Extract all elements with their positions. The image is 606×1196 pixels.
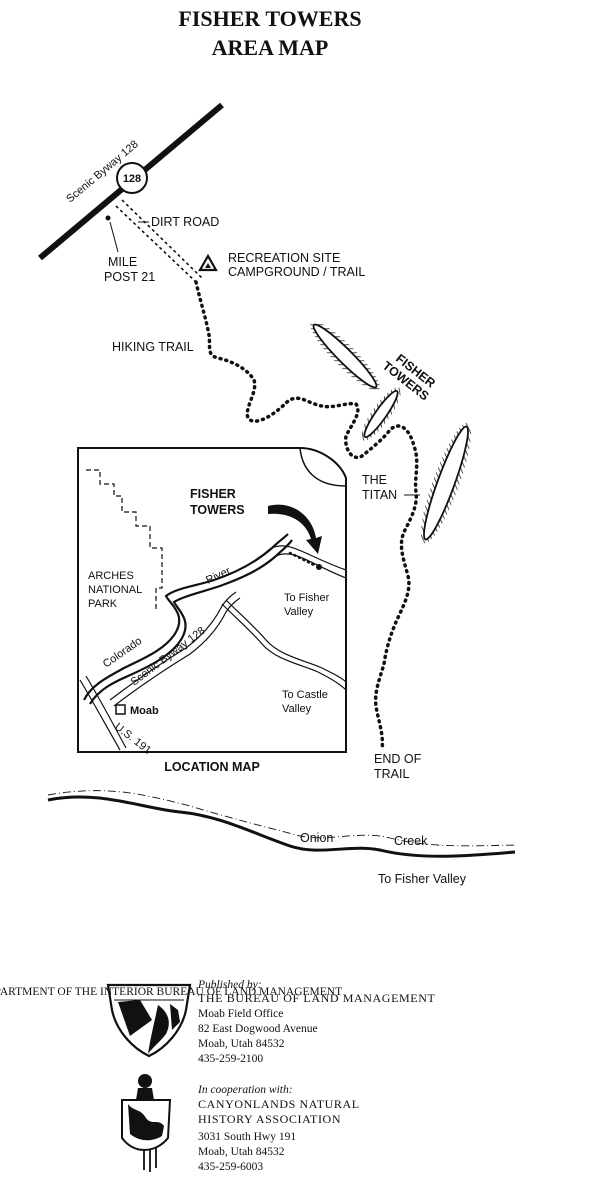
road-to-castle-valley bbox=[221, 599, 347, 691]
recreation-site-label-2: CAMPGROUND / TRAIL bbox=[228, 265, 365, 279]
recreation-site-label-1: RECREATION SITE bbox=[228, 251, 340, 265]
us-191-road bbox=[79, 675, 127, 751]
cooperator-org-2: HISTORY ASSOCIATION bbox=[198, 1112, 341, 1126]
to-fisher-valley-label-2: Valley bbox=[284, 606, 314, 618]
publisher-phone: 435-259-2100 bbox=[198, 1053, 263, 1065]
inset-fisher-towers-label-2: TOWERS bbox=[190, 503, 245, 517]
to-fisher-valley-label: To Fisher Valley bbox=[378, 872, 467, 886]
publisher-street: 82 East Dogwood Avenue bbox=[198, 1023, 318, 1035]
to-fisher-valley-label-1: To Fisher bbox=[284, 592, 330, 604]
fisher-tower-formation-2 bbox=[361, 387, 401, 441]
route-128-shield: 128 bbox=[116, 162, 148, 194]
titan-formation bbox=[420, 422, 472, 544]
dirt-road bbox=[115, 199, 203, 283]
mile-post-21-marker bbox=[105, 215, 111, 221]
hiking-trail-label: HIKING TRAIL bbox=[112, 340, 194, 354]
blm-logo: U.S. DEPARTMENT OF THE INTERIOR BUREAU O… bbox=[0, 983, 342, 1058]
onion-creek bbox=[47, 790, 516, 858]
end-of-trail-label-1: END OF bbox=[374, 752, 422, 766]
titan-label-2: TITAN bbox=[362, 488, 397, 502]
publisher-org: THE BUREAU OF LAND MANAGEMENT bbox=[198, 991, 435, 1005]
cooperator-city: Moab, Utah 84532 bbox=[198, 1146, 285, 1158]
mile-post-leader bbox=[109, 221, 119, 253]
end-of-trail-label-2: TRAIL bbox=[374, 767, 409, 781]
onion-label: Onion bbox=[300, 831, 333, 845]
svg-text:128: 128 bbox=[123, 173, 141, 185]
titan-label-1: THE bbox=[362, 473, 387, 487]
arches-label-3: PARK bbox=[88, 598, 118, 610]
cooperator-heading: In cooperation with: bbox=[197, 1084, 293, 1096]
mile-post-label-2: POST 21 bbox=[104, 270, 155, 284]
inset-fisher-towers-dot bbox=[316, 564, 322, 570]
to-castle-valley-label-1: To Castle bbox=[282, 689, 328, 701]
fisher-tower-formation-1 bbox=[310, 321, 380, 391]
moab-label: Moab bbox=[130, 705, 159, 717]
publisher-city: Moab, Utah 84532 bbox=[198, 1038, 285, 1050]
colorado-river bbox=[83, 533, 347, 705]
blm-logo-text: U.S. DEPARTMENT OF THE INTERIOR BUREAU O… bbox=[0, 986, 342, 998]
arches-label-2: NATIONAL bbox=[88, 584, 142, 596]
publisher-office: Moab Field Office bbox=[198, 1008, 283, 1020]
cooperator-phone: 435-259-6003 bbox=[198, 1161, 263, 1173]
to-castle-valley-label-2: Valley bbox=[282, 703, 312, 715]
recreation-site-icon bbox=[198, 253, 218, 272]
location-map-caption: LOCATION MAP bbox=[164, 760, 260, 774]
cooperator-street: 3031 South Hwy 191 bbox=[198, 1131, 296, 1143]
creek-label: Creek bbox=[394, 834, 428, 848]
moab-marker bbox=[115, 704, 126, 715]
inset-fisher-towers-label-1: FISHER bbox=[190, 487, 236, 501]
fisher-towers-arrow bbox=[268, 504, 322, 554]
dirt-road-label: DIRT ROAD bbox=[151, 215, 219, 229]
hiking-trail bbox=[194, 280, 419, 752]
cooperator-org-1: CANYONLANDS NATURAL bbox=[198, 1097, 360, 1111]
arches-park-boundary bbox=[86, 469, 163, 612]
publisher-heading: Published by: bbox=[197, 979, 262, 991]
map-title-line2: AREA MAP bbox=[212, 35, 329, 60]
mile-post-label-1: MILE bbox=[108, 255, 137, 269]
arches-label-1: ARCHES bbox=[88, 570, 134, 582]
map-title-line1: FISHER TOWERS bbox=[178, 6, 361, 31]
cnha-logo bbox=[121, 1074, 172, 1172]
location-map-inset: ARCHES NATIONAL PARK Colorado River Scen… bbox=[77, 447, 347, 757]
